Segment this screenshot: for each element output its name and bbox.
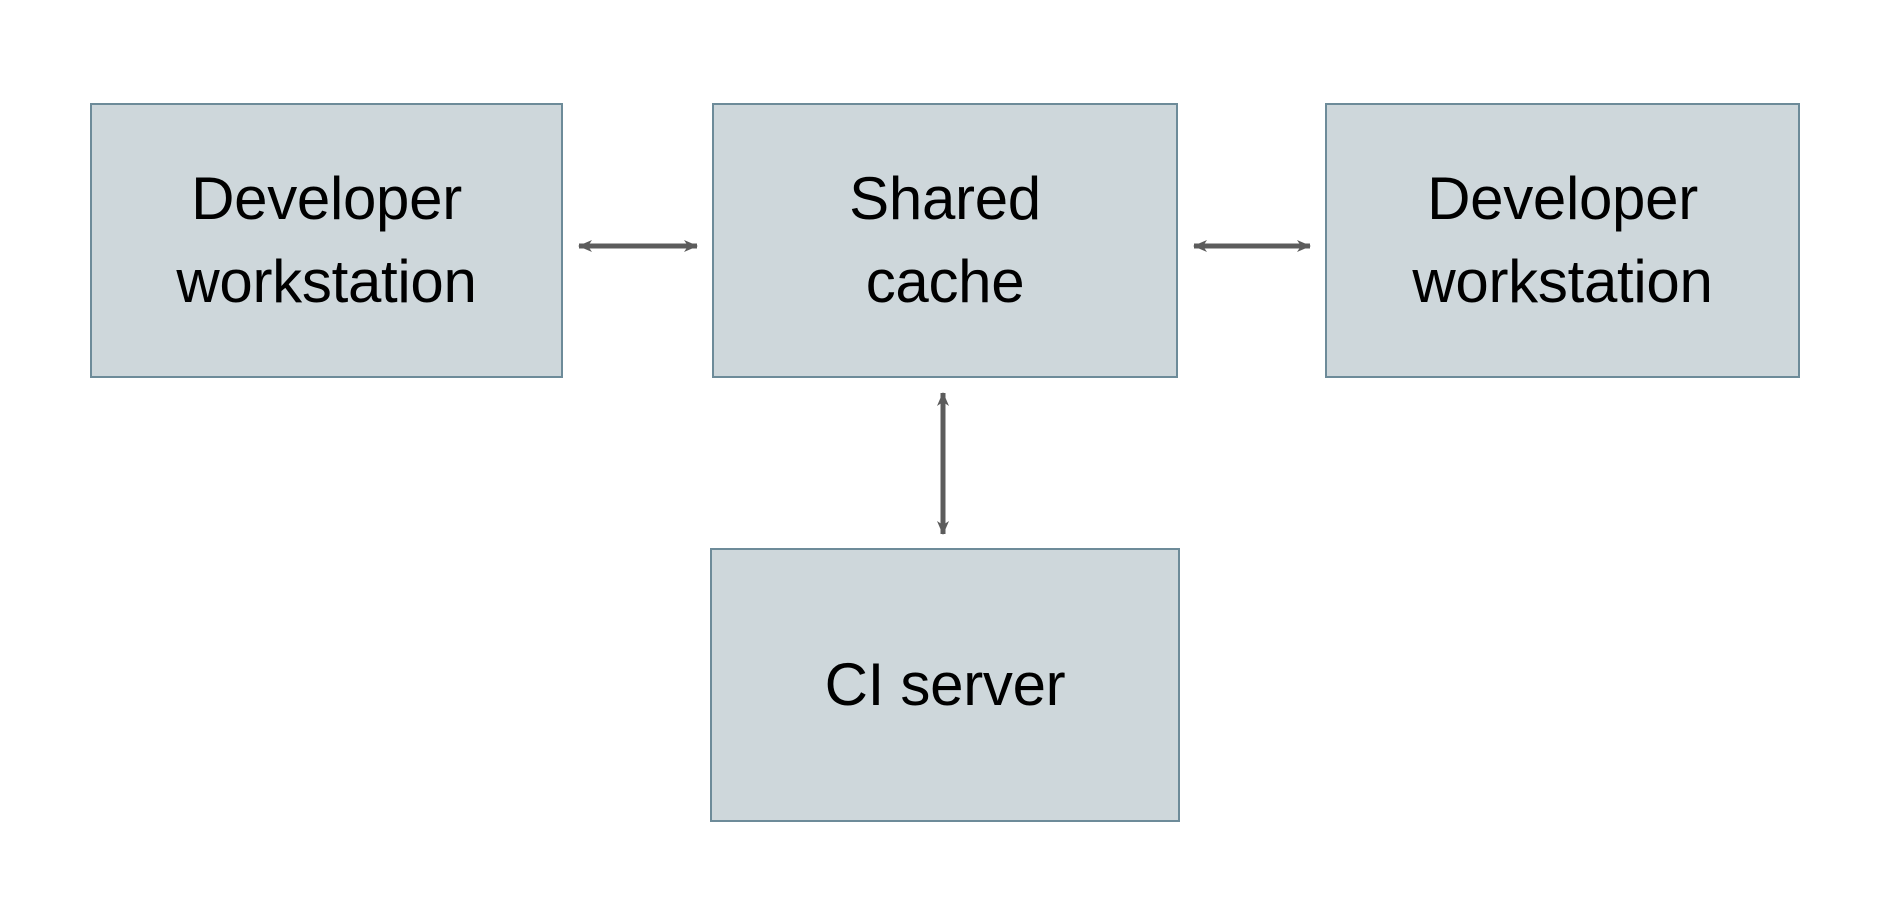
edge-dev-left-to-cache bbox=[578, 240, 698, 252]
node-label: CI server bbox=[824, 650, 1066, 718]
node-developer-workstation-left[interactable]: Developer workstation bbox=[90, 103, 563, 378]
edge-cache-to-dev-right bbox=[1193, 240, 1311, 252]
node-label: Developer workstation bbox=[1412, 164, 1713, 315]
node-ci-server[interactable]: CI server bbox=[710, 548, 1180, 822]
node-shared-cache[interactable]: Shared cache bbox=[712, 103, 1178, 378]
node-developer-workstation-right[interactable]: Developer workstation bbox=[1325, 103, 1800, 378]
node-label: Developer workstation bbox=[176, 164, 477, 315]
node-label: Shared cache bbox=[849, 164, 1041, 315]
edge-cache-to-ci bbox=[937, 392, 949, 535]
